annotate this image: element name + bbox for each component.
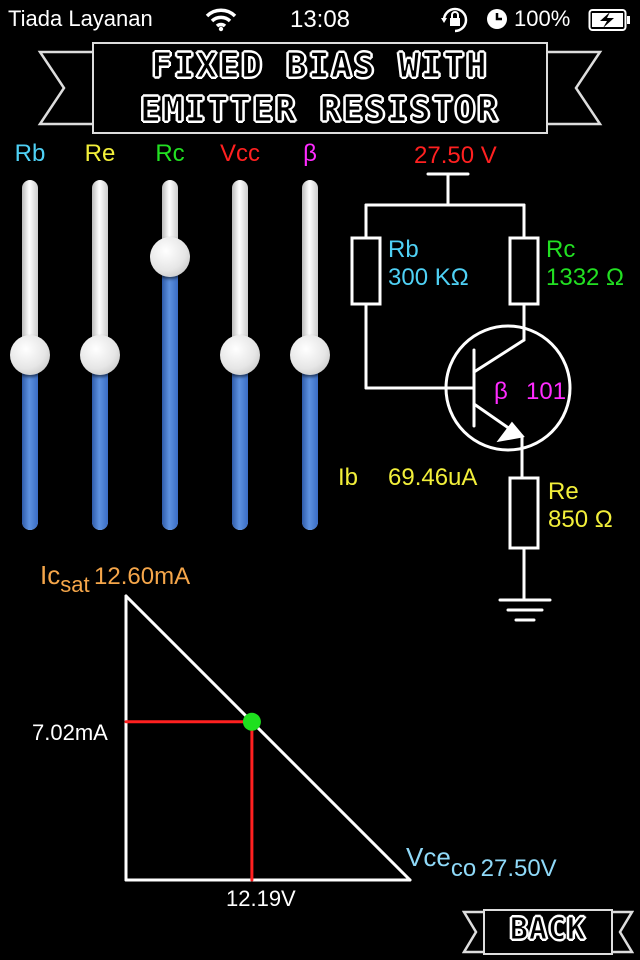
wifi-icon bbox=[204, 6, 238, 37]
back-button[interactable]: BACK bbox=[462, 908, 634, 956]
title-banner: FIXED BIAS WITH EMITTER RESISTOR bbox=[36, 40, 604, 136]
slider-fill-3 bbox=[162, 257, 178, 530]
ib-value: 69.46uA bbox=[388, 464, 478, 491]
re-value: 850 Ω bbox=[548, 506, 613, 533]
alarm-icon bbox=[484, 6, 510, 37]
beta-label: β bbox=[494, 378, 508, 405]
slider-label-1: Rb bbox=[14, 140, 46, 167]
back-label: BACK bbox=[509, 912, 587, 948]
slider-knob-4[interactable] bbox=[220, 335, 260, 375]
status-bar: Tiada Layanan 13:08 100% bbox=[0, 0, 640, 40]
title-line-2: EMITTER RESISTOR bbox=[140, 90, 500, 131]
vcc-value: 27.50 V bbox=[414, 142, 497, 169]
circuit-diagram bbox=[350, 172, 572, 622]
slider-label-5: β bbox=[303, 140, 317, 167]
icsat-value: 12.60mA bbox=[94, 563, 191, 590]
slider-fill-5 bbox=[302, 355, 318, 530]
vceco-sub: co bbox=[450, 855, 477, 882]
slider-knob-5[interactable] bbox=[290, 335, 330, 375]
slider-label-3: Rc bbox=[155, 140, 185, 167]
icsat-sub: sat bbox=[60, 572, 90, 597]
load-line bbox=[124, 594, 412, 882]
slider-fill-4 bbox=[232, 355, 248, 530]
title-box bbox=[92, 42, 548, 134]
slider-label-4: Vcc bbox=[219, 140, 260, 167]
back-button-frame bbox=[462, 909, 634, 955]
rotation-lock-icon bbox=[440, 6, 470, 39]
carrier-label: Tiada Layanan bbox=[8, 6, 153, 31]
transistor-body bbox=[444, 324, 572, 452]
title-line-1: FIXED BIAS WITH bbox=[151, 46, 489, 87]
rc-value: 1332 Ω bbox=[546, 264, 624, 291]
q-point bbox=[242, 712, 261, 731]
rc-label: Rc bbox=[546, 236, 576, 263]
vceco-value: 27.50V bbox=[480, 855, 557, 882]
ic-q-label: 7.02mA bbox=[32, 720, 108, 745]
clock: 13:08 bbox=[289, 6, 351, 33]
slider-label-2: Re bbox=[84, 140, 116, 167]
collector-lead bbox=[472, 338, 526, 374]
emitter-arrow bbox=[496, 421, 525, 443]
slider-knob-1[interactable] bbox=[10, 335, 50, 375]
slider-knob-3[interactable] bbox=[150, 237, 190, 277]
re-label: Re bbox=[548, 478, 579, 505]
battery-percentage: 100% bbox=[514, 6, 571, 31]
ib-label: Ib bbox=[338, 464, 359, 491]
rb-value: 300 KΩ bbox=[388, 264, 469, 291]
vce-q-label: 12.19V bbox=[226, 886, 296, 911]
icsat-main: Ic bbox=[40, 560, 61, 590]
slider-fill-2 bbox=[92, 355, 108, 530]
vceco-main: Vce bbox=[406, 842, 451, 872]
battery-charging-icon bbox=[588, 8, 632, 37]
slider-knob-2[interactable] bbox=[80, 335, 120, 375]
icsat-label: Icsat 12.60mA bbox=[40, 560, 190, 598]
ribbon-ends bbox=[37, 50, 603, 126]
beta-value: 101 bbox=[526, 378, 567, 405]
vceco-label: Vceco 27.50V bbox=[406, 842, 557, 883]
slider-fill-1 bbox=[22, 355, 38, 530]
rb-label: Rb bbox=[388, 236, 419, 263]
